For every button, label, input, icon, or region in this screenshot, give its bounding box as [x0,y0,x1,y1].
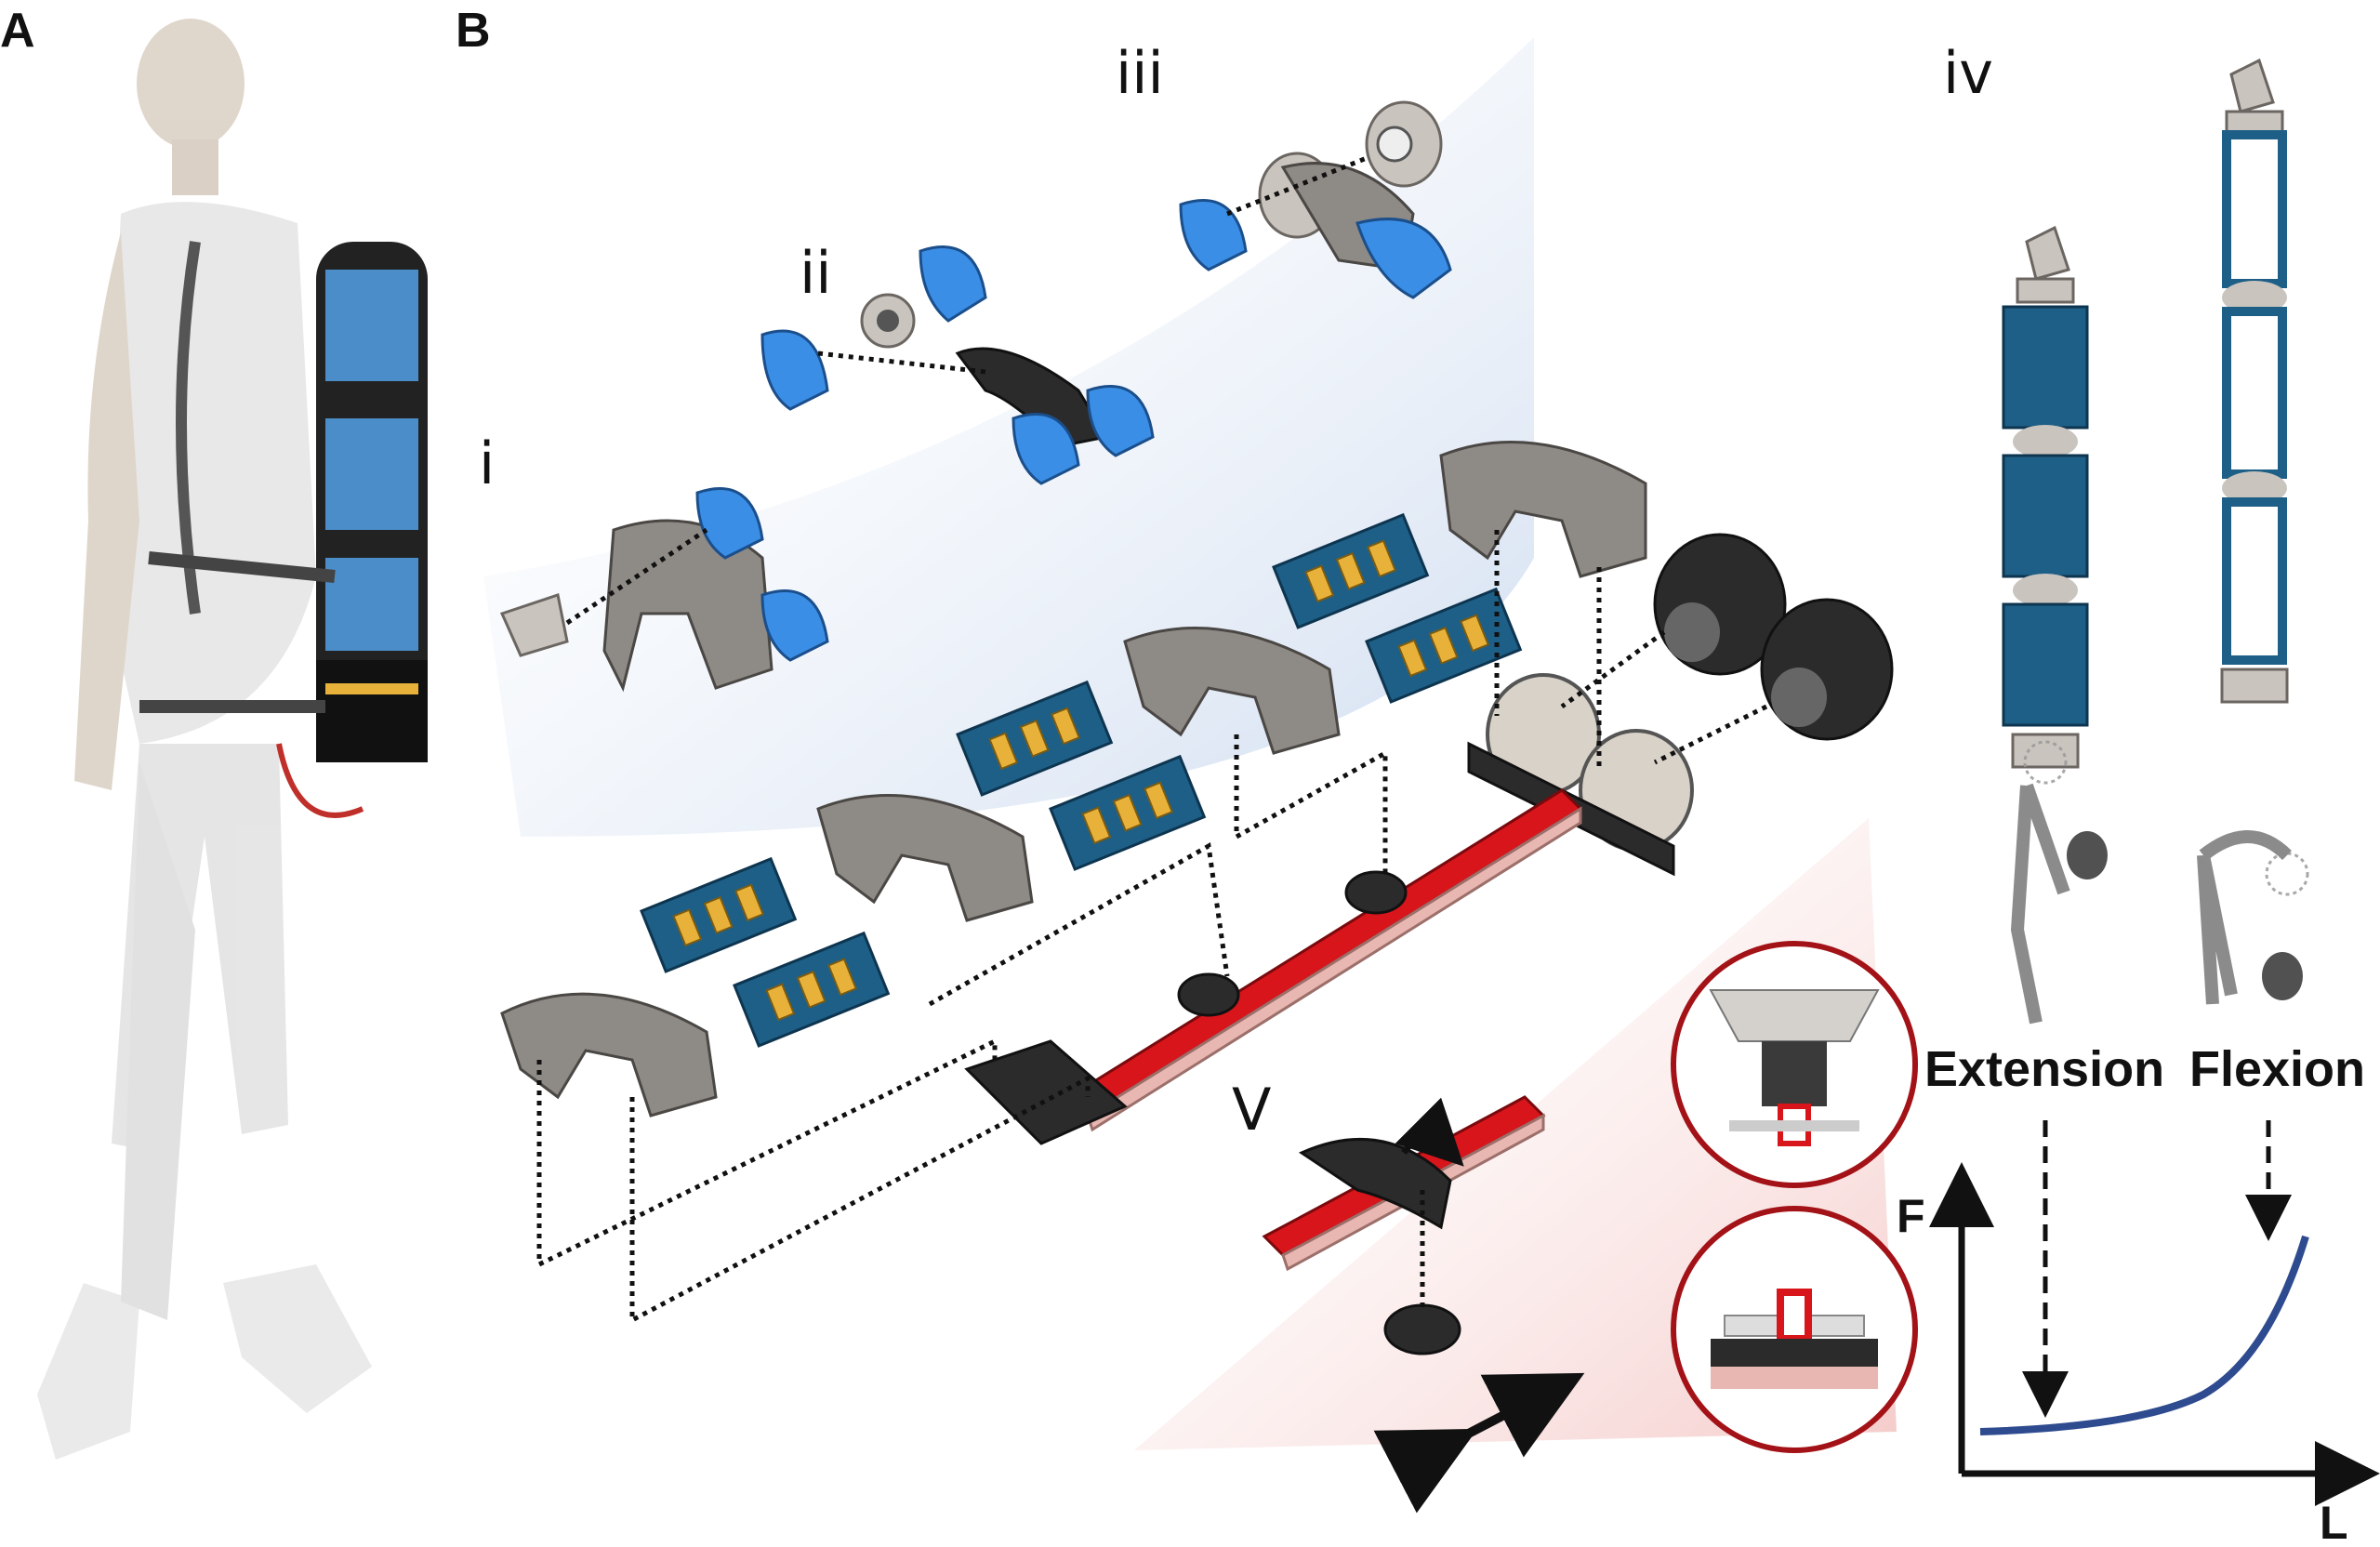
force-length-graph: F L [1897,1120,2380,1547]
rotation-arrow-icon [1395,1097,1464,1167]
panel-a-label: A [0,4,35,58]
y-axis-label: F [1897,1190,1925,1242]
cross-section-top [1671,941,1918,1188]
link-brackets [500,440,1647,1117]
panel-b: B i ii iii iv V [456,4,2380,1547]
spine-column-extended [2220,58,2289,704]
exploded-part-i [499,487,829,693]
motor-unit [1467,533,1894,877]
exoskeleton-spine [139,241,428,818]
assembly-lines [536,530,1768,1325]
label-iv: iv [1943,39,1993,107]
force-curve [1979,1235,2309,1435]
label-v: V [1232,1076,1271,1144]
posture-bending [2197,830,2309,1005]
spring-modules [640,512,1523,1048]
cross-section-bottom [1671,1206,1918,1453]
slider-detail [1262,1095,1585,1514]
human-figure [37,19,372,1460]
exploded-part-iii [1179,100,1452,299]
flexion-label: Flexion [2189,1041,2365,1097]
label-iii: iii [1116,39,1164,107]
slide-rail [964,788,1583,1145]
extension-label: Extension [1924,1041,2164,1097]
exploded-part-ii [760,245,1155,485]
label-i: i [479,430,495,497]
posture-standing [2010,740,2108,1025]
panel-a: A [0,4,428,1460]
label-ii: ii [800,239,831,307]
x-axis-label: L [2320,1497,2348,1547]
slide-arrow-icon [1373,1372,1585,1514]
panel-b-label: B [456,4,491,58]
spine-column-flexed [2002,225,2089,769]
